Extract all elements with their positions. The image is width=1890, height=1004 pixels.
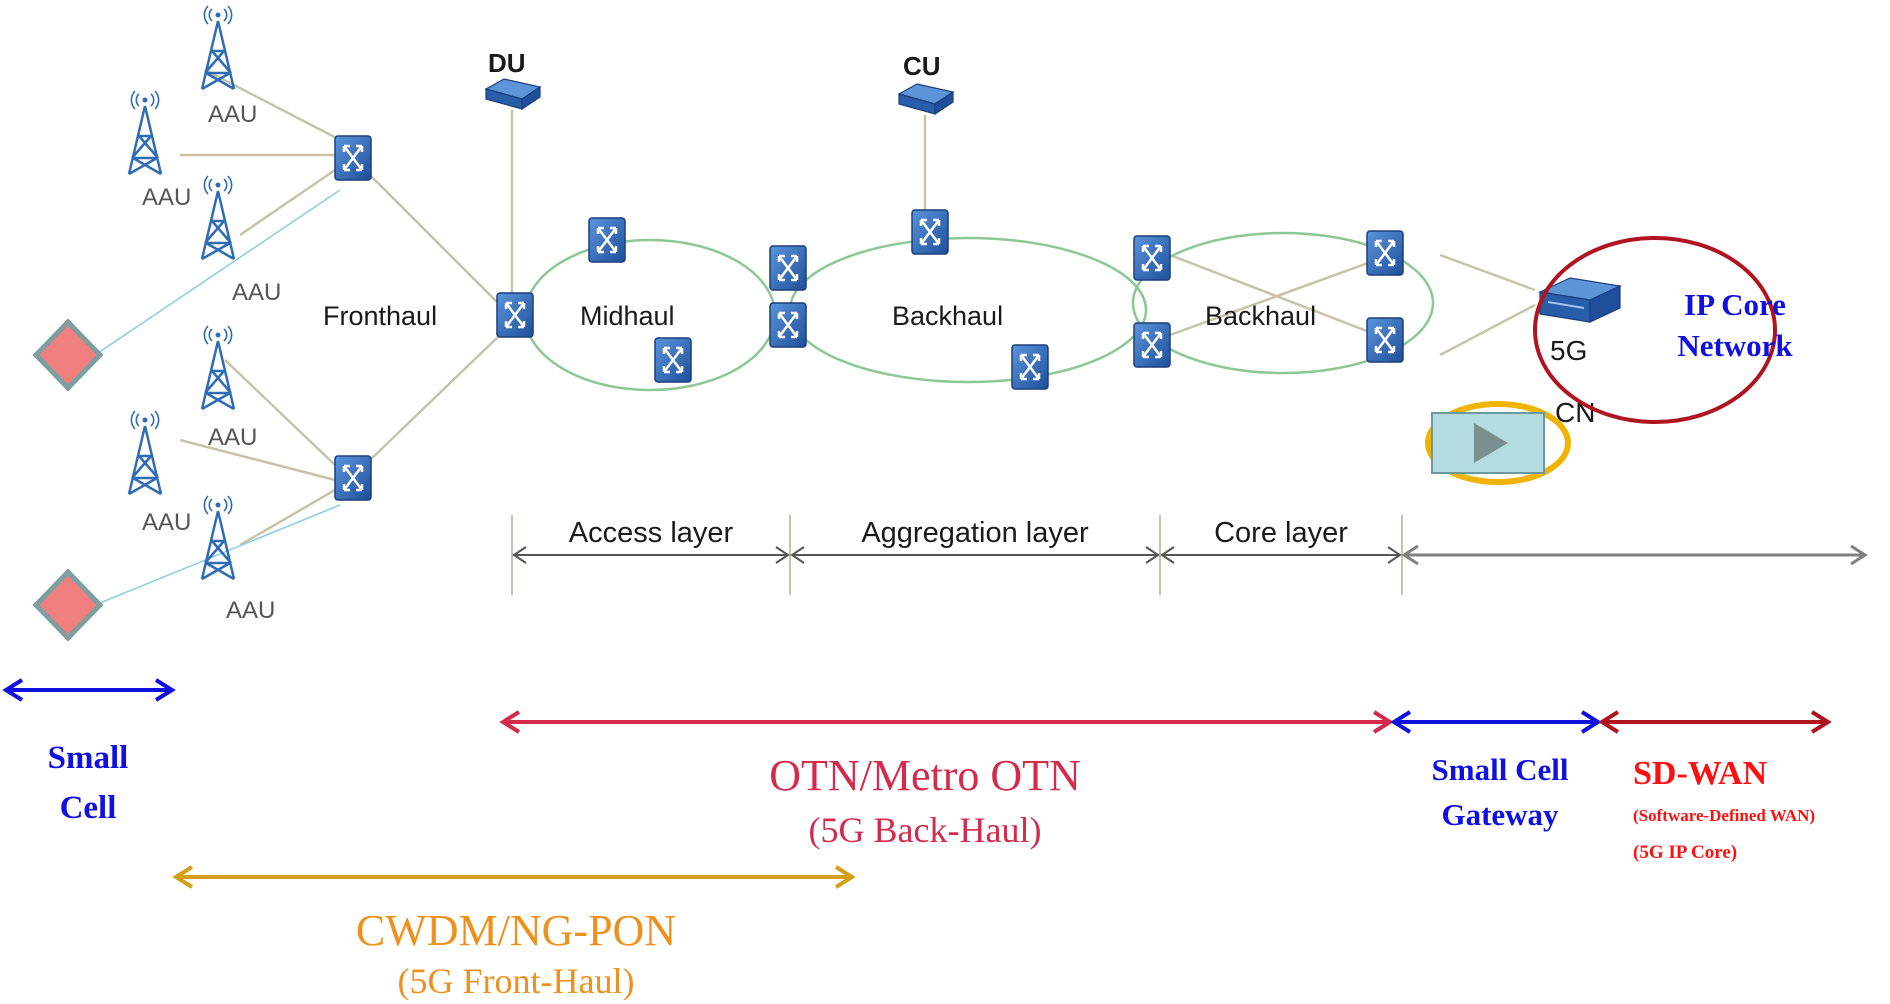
aau-links <box>179 68 1536 547</box>
core-layer-label: Core layer <box>1214 517 1348 549</box>
ip-core-label: IP Core <box>1684 287 1786 322</box>
core-extension-arrow <box>1401 544 1868 566</box>
router-backhaul2-right-bottom <box>1365 316 1405 364</box>
router-fronthaul <box>495 291 535 339</box>
aau-towers <box>127 4 236 581</box>
small-cell-links <box>94 189 341 606</box>
router-backhaul2-left-top <box>1132 234 1172 282</box>
aau-label: AAU <box>226 597 275 624</box>
router-aau-lower <box>333 454 373 502</box>
backhaul-ring-2 <box>1131 231 1435 375</box>
layer-arrows <box>512 546 1402 564</box>
router-aau-upper <box>333 134 373 182</box>
router-midhaul-top <box>587 216 627 264</box>
router-backhaul2-left-bottom <box>1132 321 1172 369</box>
router-midhaul-bottom <box>653 336 693 384</box>
gateway-label: Small Cell <box>1432 752 1569 787</box>
otn-title: OTN/Metro OTN <box>769 751 1081 800</box>
antenna-tower-icon <box>200 494 236 581</box>
fronthaul-label: Fronthaul <box>323 301 437 331</box>
sdwan-arrow <box>1598 710 1832 734</box>
du-label: DU <box>488 48 526 78</box>
du-box-icon <box>485 78 541 110</box>
router-backhaul-bottom <box>1010 343 1050 391</box>
midhaul-label: Midhaul <box>580 301 675 331</box>
core-5g-label: 5G <box>1550 335 1587 366</box>
cwdm-subtitle: (5G Front-Haul) <box>398 961 635 1001</box>
cu-box-icon <box>898 83 954 115</box>
ip-core-label: Network <box>1677 328 1793 363</box>
antenna-tower-icon <box>127 409 163 496</box>
sdwan-title: SD-WAN <box>1633 755 1768 792</box>
small-cell-arrow <box>2 678 176 702</box>
gateway-label: Gateway <box>1441 797 1559 832</box>
aau-label: AAU <box>142 184 191 211</box>
otn-arrow <box>499 710 1394 734</box>
sdwan-subtitle: (Software-Defined WAN) <box>1633 806 1815 825</box>
aggregation-layer-label: Aggregation layer <box>861 517 1089 549</box>
ip-core-circle <box>1533 236 1777 424</box>
small-cell-diamond-icon <box>32 318 104 392</box>
sdwan-subtitle-2: (5G IP Core) <box>1633 842 1737 863</box>
antenna-tower-icon <box>127 89 163 176</box>
small-cell-diamond-icon <box>32 568 104 642</box>
aau-label: AAU <box>142 509 191 536</box>
router-backhaul2-right-top <box>1365 229 1405 277</box>
otn-subtitle: (5G Back-Haul) <box>809 810 1042 850</box>
play-icon <box>1474 423 1508 463</box>
aau-label: AAU <box>208 424 257 451</box>
core-server-icon <box>1537 277 1623 323</box>
access-layer-label: Access layer <box>569 517 734 549</box>
cu-label: CU <box>903 51 941 81</box>
small-cells <box>32 318 104 642</box>
small-cell-label: Cell <box>60 790 117 826</box>
gateway-arrow <box>1390 710 1602 734</box>
play-button[interactable] <box>1425 401 1571 485</box>
router-midhaul-right-bottom <box>768 301 808 349</box>
router-backhaul-top <box>910 208 950 256</box>
antenna-tower-icon <box>200 174 236 261</box>
aau-label: AAU <box>208 101 257 128</box>
backhaul-label: Backhaul <box>892 301 1003 331</box>
antenna-tower-icon <box>200 324 236 411</box>
span-arrows <box>2 678 1832 889</box>
small-cell-label: Small <box>48 740 129 776</box>
aau-label: AAU <box>232 279 281 306</box>
router-midhaul-right-top <box>768 244 808 292</box>
backhaul-label: Backhaul <box>1205 301 1316 331</box>
cwdm-arrow <box>172 865 856 889</box>
cwdm-title: CWDM/NG-PON <box>356 906 676 955</box>
